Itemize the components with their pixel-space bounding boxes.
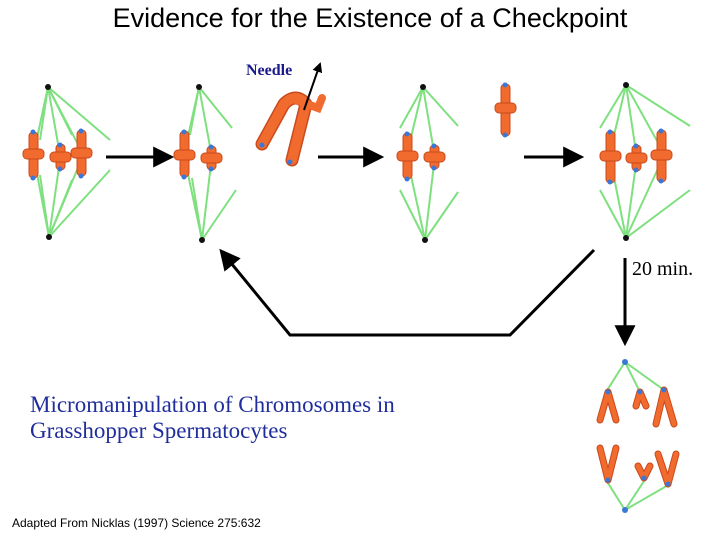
chromosome [49,142,72,172]
chromosome [200,144,223,172]
chromosome [423,143,446,171]
chromosome [494,82,517,138]
caption-line-2: Grasshopper Spermatocytes [30,418,288,443]
chromosome [625,143,648,173]
chromosome [70,128,93,179]
cell-5-anaphase [596,359,680,513]
cell-4-metaphase [599,82,691,241]
chromosome [599,129,622,185]
needle [303,62,323,111]
source-credit: Adapted From Nicklas (1997) Science 275:… [12,516,261,530]
needle-label: Needle [246,62,293,79]
caption-line-1: Micromanipulation of Chromosomes in [30,392,395,417]
cell-2-chromosome-removed [173,84,237,243]
chromosome [22,129,45,181]
slide-title: Evidence for the Existence of a Checkpoi… [112,3,628,33]
chromosome [650,128,673,184]
time-label: 20 min. [632,258,694,280]
chromosome [396,131,419,182]
cell-1-metaphase [22,84,111,240]
chromosome [173,129,196,180]
detached-chromosome [255,91,326,167]
caption: Micromanipulation of Chromosomes in Gras… [30,392,395,444]
return-arrow [219,248,596,337]
cell-3-after-removal [396,82,517,243]
